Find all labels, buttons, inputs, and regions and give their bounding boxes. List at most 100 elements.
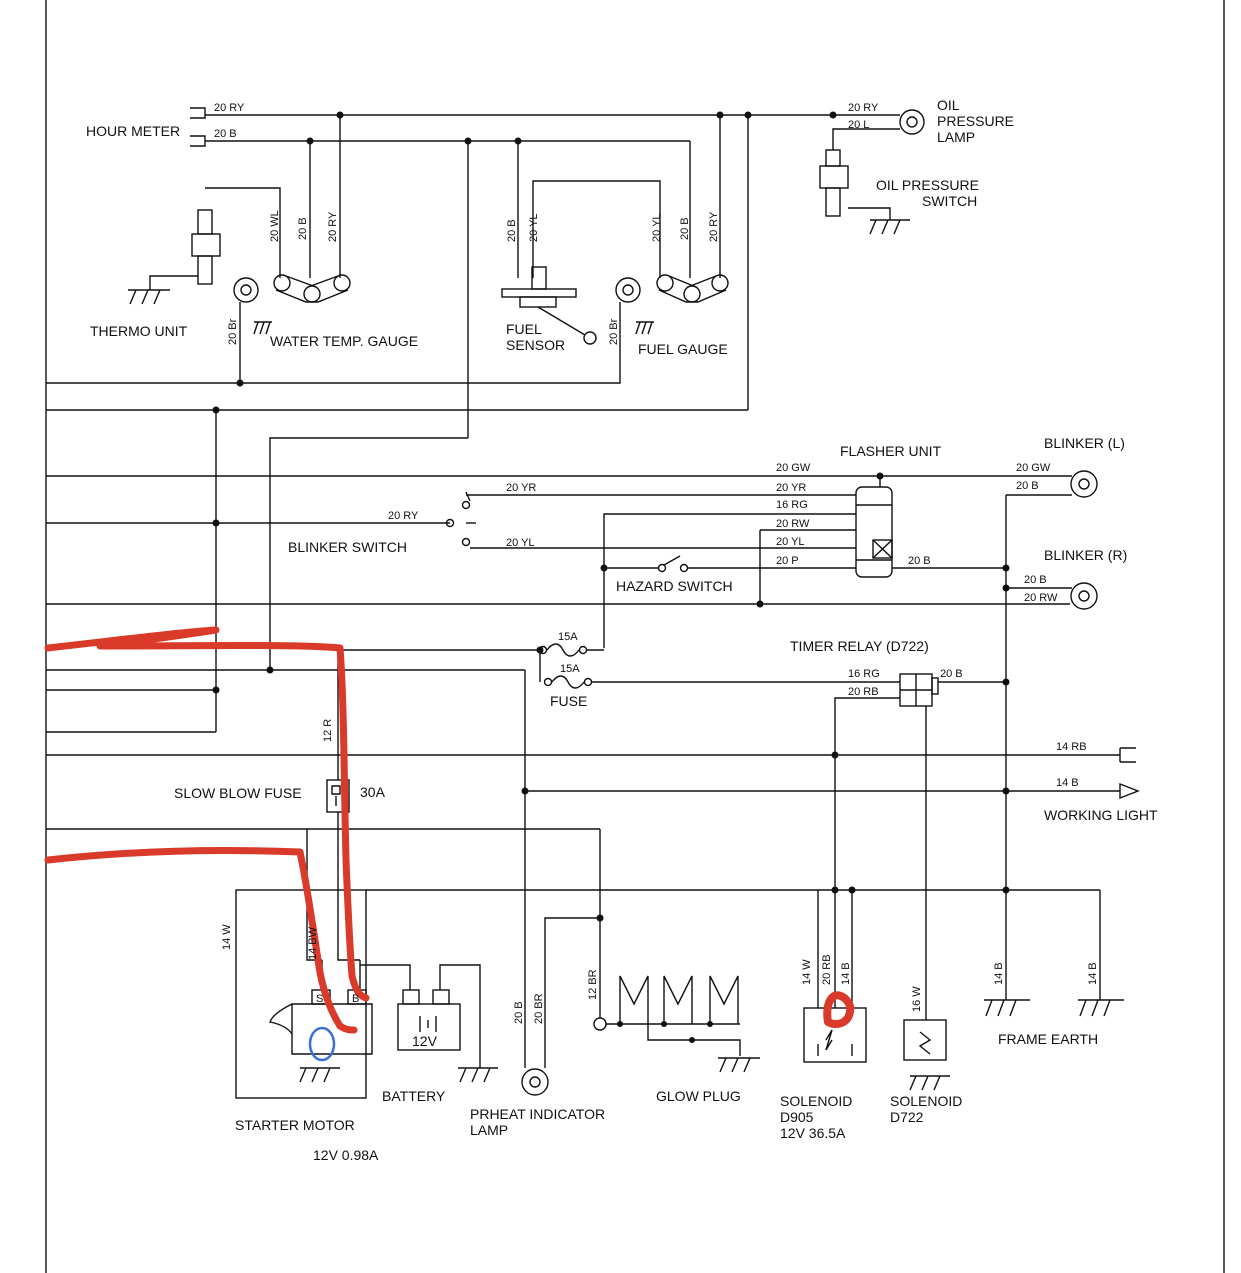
- wire-label-20b-preheat: 20 B: [513, 1001, 525, 1024]
- label-solenoid-d905-2: D905: [780, 1109, 814, 1125]
- label-fuel-sensor-2: SENSOR: [506, 337, 565, 353]
- label-hour-meter: HOUR METER: [86, 123, 180, 139]
- fuse-15a-2-icon: [551, 675, 585, 689]
- solenoid-d722-icon: [903, 1019, 947, 1061]
- blinker-switch-terminal-r: [461, 537, 471, 547]
- label-fuel-gauge: FUEL GAUGE: [638, 341, 728, 357]
- blinker-switch-common: [445, 518, 455, 528]
- wire-label-20rw-flasher: 20 RW: [776, 518, 810, 530]
- wire-label-20l-oil: 20 L: [848, 119, 869, 131]
- wire-label-14b-earth-1: 14 B: [993, 962, 1005, 985]
- hour-meter-terminal-2: [190, 135, 206, 147]
- flasher-unit-icon: [855, 486, 893, 578]
- thermo-unit-icon: [191, 233, 221, 257]
- label-solenoid-d722-1: SOLENOID: [890, 1093, 962, 1109]
- wire-label-20ry-oil: 20 RY: [848, 102, 879, 114]
- label-preheat-lamp-1: PRHEAT INDICATOR: [470, 1106, 605, 1122]
- wire-label-20ry-hour: 20 RY: [214, 102, 245, 114]
- label-preheat-lamp-2: LAMP: [470, 1122, 508, 1138]
- blinker-section: [445, 470, 1098, 1000]
- label-fuel-sensor-1: FUEL: [506, 321, 542, 337]
- label-slow-blow-rating: 30A: [360, 784, 386, 800]
- wire-label-20yr-switch: 20 YR: [506, 482, 536, 494]
- timer-relay: [831, 673, 1006, 1020]
- wire-label-16w: 16 W: [911, 986, 923, 1012]
- wire-label-20br-wt: 20 Br: [227, 318, 239, 345]
- annotation-red-stroke-lower: [44, 846, 358, 1034]
- label-timer-relay: TIMER RELAY (D722): [790, 638, 929, 654]
- hour-meter-terminal-1: [190, 107, 206, 119]
- label-starter-motor: STARTER MOTOR: [235, 1117, 355, 1133]
- wire-label-20b-hour: 20 B: [214, 128, 237, 140]
- wire-label-14b-solenoid: 14 B: [840, 962, 852, 985]
- wire-label-14b-earth-2: 14 B: [1087, 962, 1099, 985]
- glow-plug-connector-icon: [593, 1017, 607, 1031]
- label-fuse-15a-1: 15A: [558, 631, 578, 643]
- wire-label-20b-blinker-l: 20 B: [1016, 480, 1039, 492]
- wire-label-20b-fg: 20 B: [679, 217, 691, 240]
- wire-label-20yr-flasher: 20 YR: [776, 482, 806, 494]
- label-oil-pressure-switch-1: OIL PRESSURE: [876, 177, 979, 193]
- label-solenoid-d905-3: 12V 36.5A: [780, 1125, 846, 1141]
- wire-label-20b-relay: 20 B: [940, 668, 963, 680]
- fuse-section: [338, 643, 900, 689]
- wire-label-20ry-wt: 20 RY: [327, 211, 339, 242]
- blinker-right-lamp-icon: [1070, 582, 1098, 610]
- glow-plug-icon: [619, 975, 741, 1056]
- wire-label-20ry-fg: 20 RY: [708, 211, 720, 242]
- wire-label-20br-fg: 20 Br: [608, 318, 620, 345]
- battery-icon: [397, 989, 461, 1051]
- label-terminal-b: B: [352, 993, 359, 1005]
- label-thermo-unit: THERMO UNIT: [90, 323, 188, 339]
- gauge-section: [46, 107, 925, 438]
- wire-label-20b-blinker-r: 20 B: [1024, 574, 1047, 586]
- oil-pressure-switch-icon: [819, 165, 849, 189]
- wire-label-20rb-relay: 20 RB: [848, 686, 879, 698]
- label-terminal-s: S: [316, 993, 323, 1005]
- connector-14rb-icon: [1119, 747, 1136, 763]
- label-solenoid-d722-2: D722: [890, 1109, 924, 1125]
- fuel-lamp-icon: [615, 277, 641, 303]
- label-frame-earth: FRAME EARTH: [998, 1031, 1098, 1047]
- label-glow-plug: GLOW PLUG: [656, 1088, 741, 1104]
- wire-labels-vertical: 20 WL 20 B 20 RY 20 B 20 YL 20 YL 20 B 2…: [221, 210, 1099, 1024]
- wire-label-16rg-relay: 16 RG: [848, 668, 880, 680]
- label-oil-pressure-lamp-3: LAMP: [937, 129, 975, 145]
- label-solenoid-d905-1: SOLENOID: [780, 1093, 852, 1109]
- label-fuse: FUSE: [550, 693, 587, 709]
- oil-pressure-lamp-icon: [899, 109, 925, 135]
- wire-label-20p-flasher: 20 P: [776, 555, 799, 567]
- annotation-red-solenoid-mark: [823, 991, 855, 1028]
- label-hazard-switch: HAZARD SWITCH: [616, 578, 733, 594]
- wire-label-20yl-fs: 20 YL: [528, 213, 540, 242]
- label-blinker-switch: BLINKER SWITCH: [288, 539, 407, 555]
- label-slow-blow-fuse: SLOW BLOW FUSE: [174, 785, 302, 801]
- wire-label-20wl: 20 WL: [269, 210, 281, 242]
- wire-labels: 20 RY 20 B 20 RY 20 L 20 GW 20 YR 16 RG …: [214, 102, 1087, 789]
- annotation-red-stroke-upper: [44, 626, 370, 1002]
- wire-label-20rb-solenoid: 20 RB: [821, 954, 833, 985]
- hand-annotations: [44, 626, 855, 1062]
- label-battery-voltage: 12V: [412, 1033, 438, 1049]
- label-water-temp-gauge: WATER TEMP. GAUGE: [270, 333, 418, 349]
- wire-label-20yl-fg: 20 YL: [651, 213, 663, 242]
- wire-label-20rw-blinker-r: 20 RW: [1024, 592, 1058, 604]
- wire-label-20ry-switch: 20 RY: [388, 510, 419, 522]
- wire-label-20b-fs: 20 B: [506, 219, 518, 242]
- fuel-sensor-icon: [501, 288, 577, 298]
- label-battery: BATTERY: [382, 1088, 446, 1104]
- blinker-switch-terminal-l: [461, 500, 471, 510]
- label-blinker-right: BLINKER (R): [1044, 547, 1127, 563]
- working-light-icon: [1119, 782, 1140, 800]
- label-oil-pressure-lamp-1: OIL: [937, 97, 960, 113]
- frame-earth-icon: [984, 999, 1124, 1017]
- wire-label-20b-wt: 20 B: [297, 217, 309, 240]
- wire-label-12r: 12 R: [322, 719, 334, 742]
- wire-label-14rb: 14 RB: [1056, 741, 1087, 753]
- component-labels: HOUR METER OIL PRESSURE LAMP OIL PRESSUR…: [86, 97, 1158, 1163]
- label-flasher-unit: FLASHER UNIT: [840, 443, 942, 459]
- water-temp-lamp-icon: [233, 277, 259, 303]
- label-oil-pressure-lamp-2: PRESSURE: [937, 113, 1014, 129]
- wire-label-14bw: 14 BW: [307, 926, 319, 960]
